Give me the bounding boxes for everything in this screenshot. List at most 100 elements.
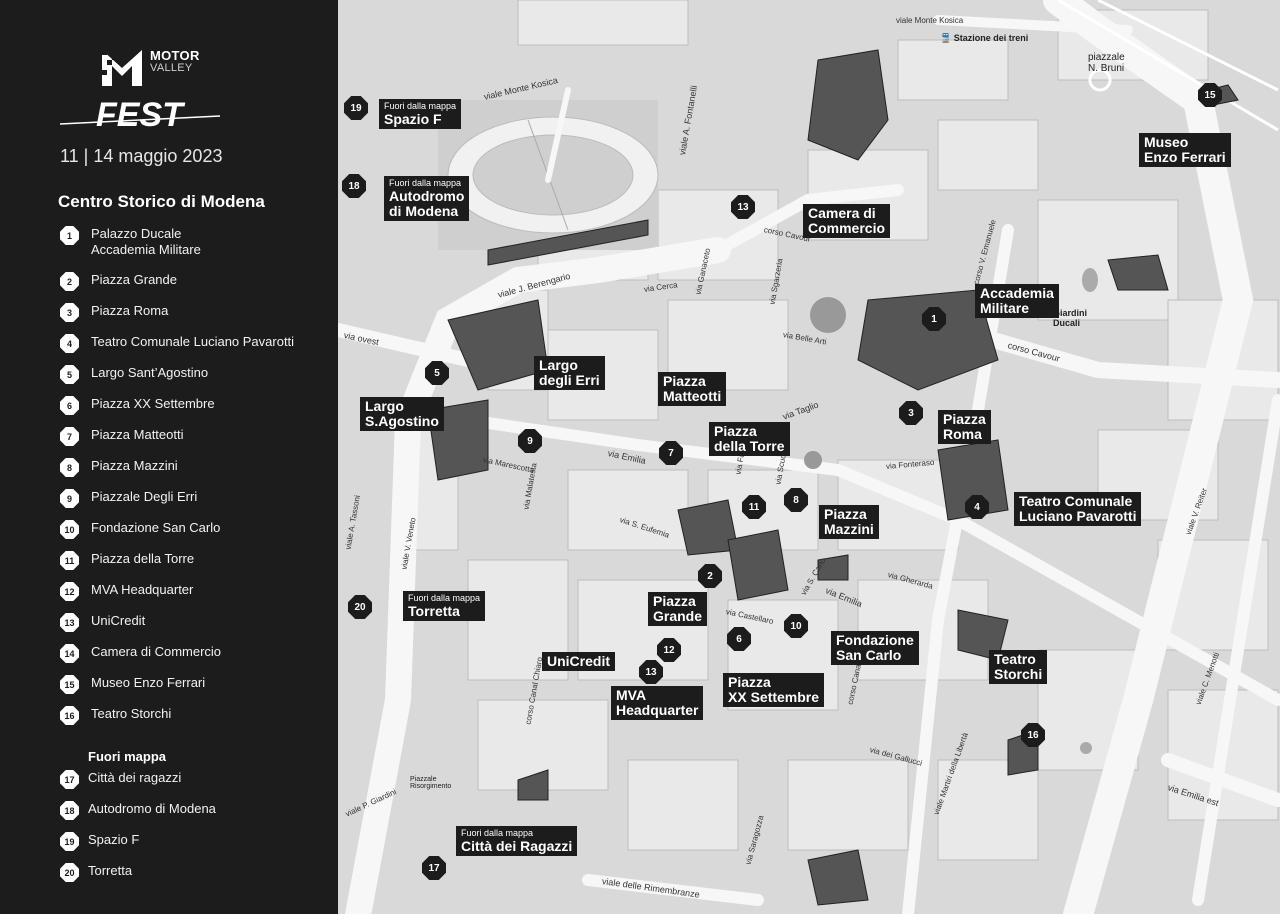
map-marker[interactable]: 12: [657, 638, 681, 662]
map-marker[interactable]: 16: [1021, 723, 1045, 747]
map-location-label[interactable]: MVA Headquarter: [611, 686, 704, 720]
map-location-label[interactable]: Largo degli Erri: [534, 356, 605, 390]
legend-number-badge: 9: [60, 489, 79, 508]
checkered-flag-icon: [102, 50, 142, 86]
legend-number-badge: 6: [60, 396, 79, 415]
location-name: Camera di Commercio: [808, 205, 886, 236]
map-marker[interactable]: 5: [425, 361, 449, 385]
map-marker[interactable]: 10: [784, 614, 808, 638]
legend-item-label: MVA Headquarter: [91, 582, 194, 597]
map-marker[interactable]: 18: [342, 174, 366, 198]
map-marker[interactable]: 13: [731, 195, 755, 219]
legend-number-badge: 19: [60, 832, 79, 851]
legend-item[interactable]: 2 Piazza Grande: [60, 272, 177, 291]
map-location-label[interactable]: Teatro Comunale Luciano Pavarotti: [1014, 492, 1142, 526]
map-location-label[interactable]: Accademia Militare: [975, 284, 1059, 318]
map-location-label[interactable]: Camera di Commercio: [803, 204, 891, 238]
map-location-label[interactable]: Teatro Storchi: [989, 650, 1048, 684]
legend-number-badge: 15: [60, 675, 79, 694]
map-location-label[interactable]: Piazza della Torre: [709, 422, 790, 456]
map-marker[interactable]: 15: [1198, 83, 1222, 107]
legend-title: Centro Storico di Modena: [58, 192, 265, 211]
map-location-label[interactable]: Museo Enzo Ferrari: [1139, 133, 1231, 167]
train-icon: 🚆: [940, 33, 952, 43]
legend-item-label: Piazza Matteotti: [91, 427, 184, 442]
map-marker[interactable]: 2: [698, 564, 722, 588]
location-name: Piazza della Torre: [714, 423, 785, 454]
fest-wordmark: FEST: [60, 96, 221, 134]
legend-number-badge: 3: [60, 303, 79, 322]
city-map[interactable]: viale Monte Kosica viale Monte Kosica vi…: [338, 0, 1280, 914]
map-marker[interactable]: 3: [899, 401, 923, 425]
logo-valley-text: VALLEY: [150, 62, 193, 74]
map-marker[interactable]: 6: [727, 627, 751, 651]
legend-item[interactable]: 9 Piazzale Degli Erri: [60, 489, 197, 508]
map-location-label[interactable]: Largo S.Agostino: [360, 397, 444, 431]
location-name: Autodromo di Modena: [389, 188, 465, 219]
map-location-label[interactable]: Piazza XX Settembre: [723, 673, 825, 707]
location-name: Accademia Militare: [980, 285, 1054, 316]
piazzale-risorgimento-label: Piazzale Risorgimento: [410, 776, 452, 790]
train-station-label: 🚆 Stazione dei treni: [940, 33, 1029, 43]
location-name: UniCredit: [547, 653, 610, 669]
map-location-label[interactable]: Piazza Roma: [938, 410, 991, 444]
map-location-label[interactable]: Piazza Mazzini: [819, 505, 879, 539]
map-location-label[interactable]: Piazza Matteotti: [658, 372, 727, 406]
map-marker[interactable]: 4: [965, 495, 989, 519]
location-name: Largo degli Erri: [539, 357, 600, 388]
map-marker[interactable]: 19: [344, 96, 368, 120]
legend-item-label: Palazzo Ducale Accademia Militare: [91, 226, 201, 257]
legend-number-badge: 18: [60, 801, 79, 820]
map-location-label[interactable]: UniCredit: [542, 652, 615, 671]
map-marker[interactable]: 1: [922, 307, 946, 331]
map-marker[interactable]: 7: [659, 441, 683, 465]
legend-item-label: Piazzale Degli Erri: [91, 489, 198, 504]
legend-item-label: Piazza Grande: [91, 272, 177, 287]
legend-item-label: Piazza XX Settembre: [91, 396, 215, 411]
legend-item-label: Piazza Roma: [91, 303, 169, 318]
location-name: MVA Headquarter: [616, 687, 699, 718]
map-marker[interactable]: 17: [422, 856, 446, 880]
legend-item[interactable]: 6 Piazza XX Settembre: [60, 396, 215, 415]
map-location-label[interactable]: Fondazione San Carlo: [831, 631, 919, 665]
map-marker[interactable]: 9: [518, 429, 542, 453]
legend-number-badge: 1: [60, 226, 79, 245]
location-name: Piazza XX Settembre: [728, 674, 820, 705]
legend-item-label: Teatro Storchi: [91, 706, 172, 721]
legend-number-badge: 12: [60, 582, 79, 601]
legend-item[interactable]: 1 Palazzo Ducale Accademia Militare: [60, 226, 201, 258]
legend-number-badge: 2: [60, 272, 79, 291]
legend-item[interactable]: 3 Piazza Roma: [60, 303, 168, 322]
legend-sidebar: MOTOR VALLEY FEST 11 | 14 maggio 2023 Ce…: [0, 0, 338, 914]
legend-item[interactable]: 12 MVA Headquarter: [60, 582, 193, 601]
location-name: Torretta: [408, 603, 460, 619]
outside-map-note: Fuori dalla mappa: [408, 593, 481, 603]
legend-item-label: Piazza della Torre: [91, 551, 195, 566]
map-marker[interactable]: 11: [742, 495, 766, 519]
map-marker[interactable]: 8: [784, 488, 808, 512]
map-marker[interactable]: 13: [639, 660, 663, 684]
location-name: Teatro Comunale Luciano Pavarotti: [1019, 493, 1137, 524]
location-name: Piazza Mazzini: [824, 506, 874, 537]
map-location-label[interactable]: Piazza Grande: [648, 592, 708, 626]
outside-map-note: Fuori dalla mappa: [461, 828, 534, 838]
map-marker[interactable]: 20: [348, 595, 372, 619]
